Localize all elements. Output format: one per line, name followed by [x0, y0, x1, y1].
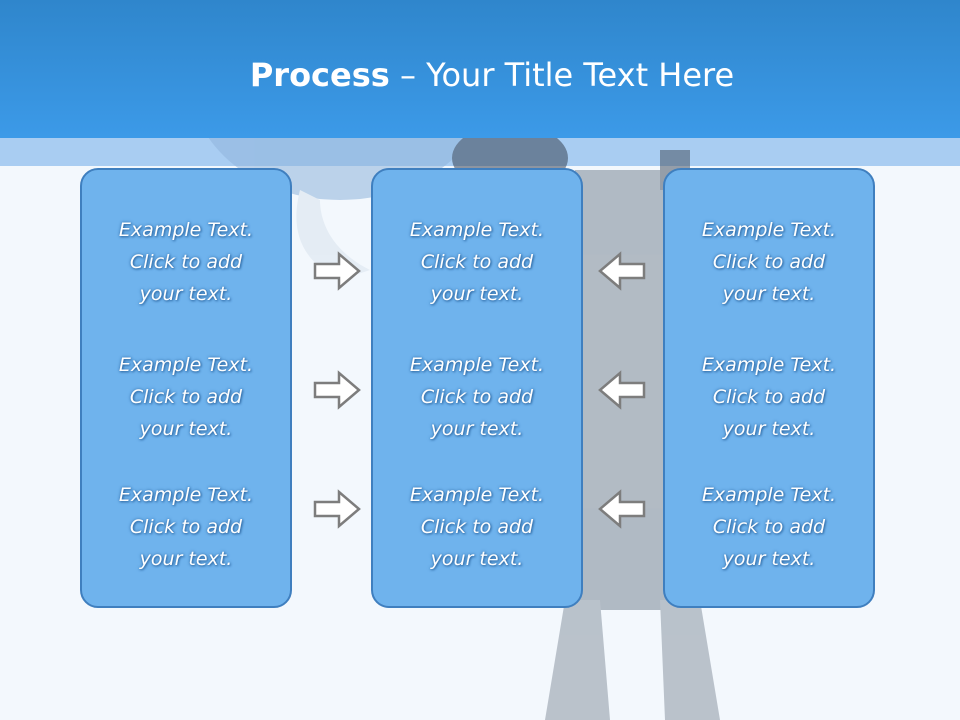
text-box-left[interactable]: Example Text. Click to add your text. Ex… — [80, 168, 292, 608]
text-line: Click to add — [712, 386, 826, 408]
text-box-center[interactable]: Example Text. Click to add your text. Ex… — [371, 168, 583, 608]
text-line: Click to add — [129, 251, 243, 273]
text-line: Example Text. — [118, 354, 254, 376]
text-line: your text. — [430, 548, 524, 570]
text-line: Click to add — [129, 386, 243, 408]
text-box-right[interactable]: Example Text. Click to add your text. Ex… — [663, 168, 875, 608]
text-block[interactable]: Example Text. Click to add your text. — [82, 349, 290, 445]
text-line: your text. — [139, 283, 233, 305]
text-line: Click to add — [420, 251, 534, 273]
text-block[interactable]: Example Text. Click to add your text. — [373, 349, 581, 445]
text-block[interactable]: Example Text. Click to add your text. — [373, 479, 581, 575]
text-line: Example Text. — [118, 219, 254, 241]
text-line: your text. — [722, 283, 816, 305]
text-block[interactable]: Example Text. Click to add your text. — [665, 349, 873, 445]
arrow-right-icon — [313, 251, 361, 291]
text-line: your text. — [139, 418, 233, 440]
text-block[interactable]: Example Text. Click to add your text. — [665, 479, 873, 575]
text-line: Click to add — [129, 516, 243, 538]
text-block[interactable]: Example Text. Click to add your text. — [82, 214, 290, 310]
text-line: your text. — [139, 548, 233, 570]
text-line: Click to add — [712, 251, 826, 273]
title-bar — [0, 0, 960, 138]
text-line: your text. — [430, 283, 524, 305]
title-rest: – Your Title Text Here — [389, 56, 735, 94]
arrow-right-icon — [313, 370, 361, 410]
arrow-left-icon — [598, 251, 646, 291]
arrow-left-icon — [598, 370, 646, 410]
text-line: Example Text. — [701, 354, 837, 376]
text-line: Example Text. — [409, 354, 545, 376]
text-line: Click to add — [420, 516, 534, 538]
text-block[interactable]: Example Text. Click to add your text. — [665, 214, 873, 310]
text-block[interactable]: Example Text. Click to add your text. — [373, 214, 581, 310]
text-line: your text. — [722, 418, 816, 440]
text-line: Example Text. — [701, 484, 837, 506]
text-line: Example Text. — [701, 219, 837, 241]
title-bold: Process — [249, 56, 390, 94]
text-line: Example Text. — [409, 484, 545, 506]
text-line: your text. — [430, 418, 524, 440]
text-line: Example Text. — [409, 219, 545, 241]
slide-title: Process – Your Title Text Here — [0, 52, 960, 98]
text-line: Click to add — [712, 516, 826, 538]
text-line: Click to add — [420, 386, 534, 408]
text-block[interactable]: Example Text. Click to add your text. — [82, 479, 290, 575]
text-line: Example Text. — [118, 484, 254, 506]
arrow-right-icon — [313, 489, 361, 529]
text-line: your text. — [722, 548, 816, 570]
arrow-left-icon — [598, 489, 646, 529]
